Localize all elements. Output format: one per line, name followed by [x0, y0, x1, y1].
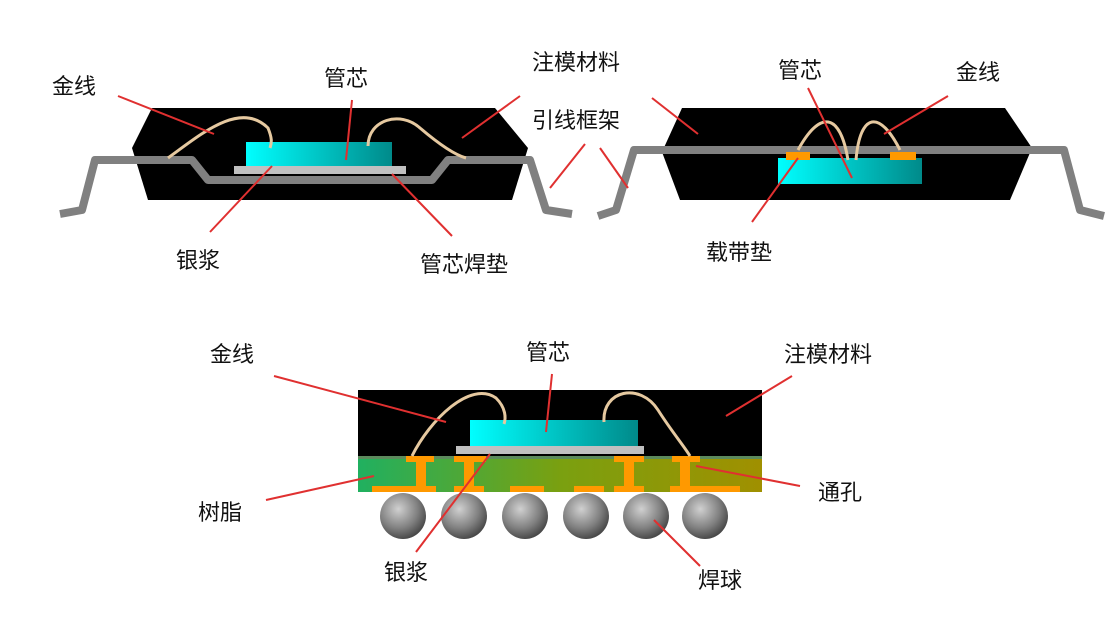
- label-mold-compound: 注模材料: [784, 343, 872, 368]
- labels: 金线 管芯 注模材料 引线框架 银浆 管芯焊垫 管芯 金线 载带垫 金线 管芯 …: [52, 51, 1000, 594]
- label-gold-wire: 金线: [52, 75, 96, 100]
- label-die: 管芯: [778, 59, 822, 84]
- solder-ball: [380, 493, 426, 539]
- label-gold-wire: 金线: [210, 343, 254, 368]
- lead-frame: [59, 156, 573, 218]
- solder-ball: [623, 493, 669, 539]
- package-bga: [358, 390, 762, 539]
- label-die: 管芯: [526, 341, 570, 366]
- label-resin: 树脂: [198, 501, 242, 526]
- solder-ball: [682, 493, 728, 539]
- label-solder-ball: 焊球: [698, 569, 742, 594]
- package-leadframe-left: [59, 108, 573, 218]
- gold-wire-right: [854, 120, 902, 161]
- label-silver-paste: 银浆: [384, 561, 428, 586]
- gold-wire-left: [167, 116, 273, 160]
- label-via: 通孔: [818, 481, 862, 506]
- tape-pad-left: [786, 152, 810, 160]
- label-mold-compound: 注模材料: [532, 51, 620, 76]
- die-pad: [234, 166, 406, 174]
- label-lead-frame: 引线框架: [532, 109, 620, 134]
- label-silver-paste: 银浆: [176, 249, 220, 274]
- die: [470, 420, 638, 446]
- gold-wire-left: [796, 120, 850, 161]
- die: [778, 158, 922, 184]
- label-tape-pad: 载带垫: [706, 241, 772, 266]
- label-die-pad: 管芯焊垫: [420, 253, 508, 278]
- solder-ball: [563, 493, 609, 539]
- leader-lines: [117, 87, 949, 567]
- gold-wire-right: [602, 391, 692, 457]
- label-die: 管芯: [324, 67, 368, 92]
- solder-ball: [502, 493, 548, 539]
- substrate-top-edge: [358, 456, 762, 459]
- lead-frame: [596, 146, 1105, 220]
- tape-pad-right: [890, 152, 916, 160]
- solder-ball: [441, 493, 487, 539]
- gold-wire-right: [366, 117, 467, 160]
- die-pad: [456, 446, 644, 454]
- vias: [372, 456, 740, 492]
- gold-wire-left: [410, 392, 507, 457]
- package-tape-right: [596, 108, 1105, 220]
- label-gold-wire: 金线: [956, 61, 1000, 86]
- die: [246, 142, 392, 166]
